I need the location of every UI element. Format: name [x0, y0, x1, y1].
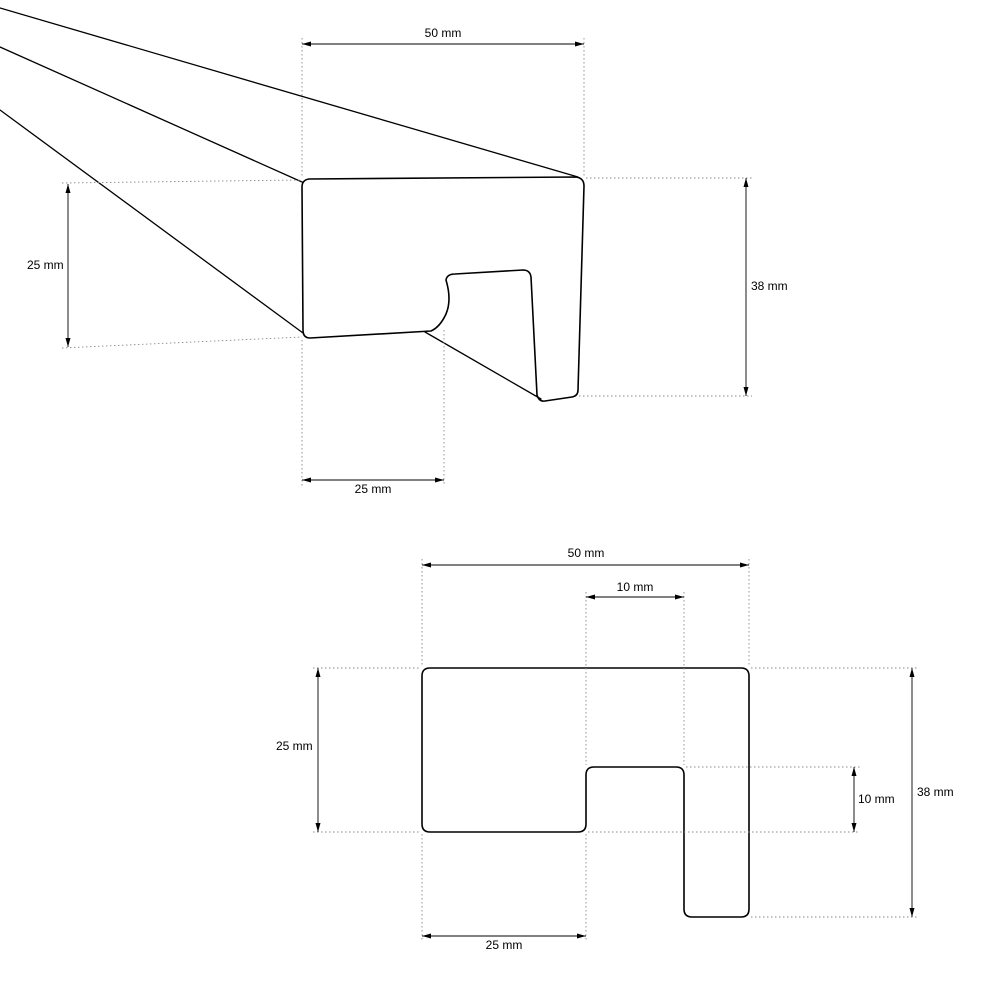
arrow-right	[575, 41, 584, 47]
arrow-right	[435, 477, 444, 483]
arrow-left	[302, 477, 311, 483]
dim-label: 25 mm	[276, 739, 313, 753]
ext-line	[61, 336, 303, 349]
arrow-up	[851, 767, 857, 776]
dim-label: 38 mm	[751, 279, 788, 293]
dim-label: 50 mm	[568, 546, 605, 560]
dim-bottom-width: 25 mm	[422, 933, 586, 952]
arrow-left	[302, 41, 311, 47]
section-profile	[421, 667, 750, 918]
dim-label: 25 mm	[486, 938, 523, 952]
extrusion-edge-top	[0, 7, 579, 178]
perspective-view: 50 mm 25 mm 38 mm 25 mm	[0, 7, 788, 496]
arrow-right	[577, 933, 586, 939]
arrow-up	[909, 668, 915, 677]
perspective-end-face	[301, 176, 585, 402]
extrusion-edge-lower	[0, 109, 304, 334]
arrow-down	[65, 338, 71, 347]
extrusion-edge-leg	[424, 331, 542, 400]
extrusion-edge-middle	[0, 46, 303, 183]
arrow-up	[315, 668, 321, 677]
arrow-down	[315, 823, 321, 832]
arrow-right	[740, 562, 749, 568]
dim-left-height: 25 mm	[276, 668, 321, 832]
arrow-up	[743, 178, 749, 187]
dim-slot-width: 10 mm	[586, 580, 684, 600]
dim-label: 10 mm	[617, 580, 654, 594]
dim-top-width: 50 mm	[302, 26, 584, 47]
dim-left-height: 25 mm	[27, 184, 71, 347]
dim-label: 38 mm	[917, 785, 954, 799]
arrow-down	[909, 908, 915, 917]
section-view: 50 mm 10 mm 25 mm 10 mm 38 m	[276, 546, 954, 952]
arrow-left	[422, 562, 431, 568]
dim-right-height: 38 mm	[909, 668, 954, 917]
dim-label: 50 mm	[425, 26, 462, 40]
dim-label: 25 mm	[27, 258, 64, 272]
arrow-down	[851, 823, 857, 832]
arrow-up	[65, 184, 71, 193]
dim-top-width: 50 mm	[422, 546, 749, 568]
arrow-down	[743, 387, 749, 396]
dim-bottom-width: 25 mm	[302, 477, 444, 496]
dim-slot-depth: 10 mm	[851, 767, 895, 832]
arrow-left	[422, 933, 431, 939]
arrow-left	[586, 594, 595, 600]
dim-label: 10 mm	[858, 792, 895, 806]
arrow-right	[675, 594, 684, 600]
dim-right-height: 38 mm	[743, 178, 788, 396]
dim-label: 25 mm	[355, 482, 392, 496]
